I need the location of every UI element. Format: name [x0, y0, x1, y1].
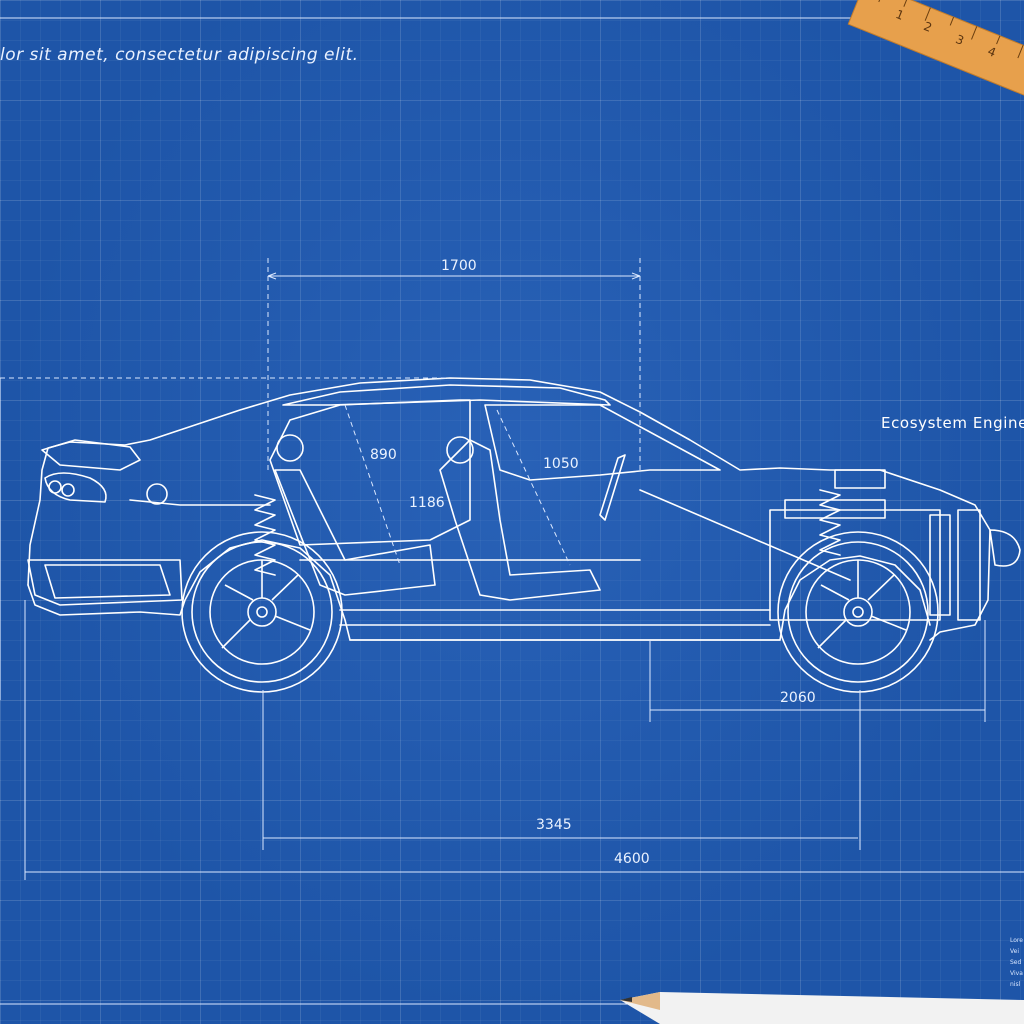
rear-wheel — [181, 531, 343, 693]
headlight — [989, 529, 1021, 567]
rear-seat — [274, 469, 436, 596]
ruler — [847, 0, 1024, 100]
chassis-rail — [339, 609, 781, 641]
dim-label-1186: 1186 — [409, 495, 445, 511]
rear-spring — [254, 494, 276, 576]
side-label: Ecosystem Engine — [881, 414, 1024, 432]
note-line: Vei — [1010, 948, 1019, 955]
car-underbody — [27, 539, 931, 641]
tail-light — [44, 472, 107, 503]
pencil — [620, 992, 1024, 1024]
rear-window — [269, 399, 471, 546]
dim-label-1050: 1050 — [543, 456, 579, 472]
notes-block: Lore Vei Sed Viva nisl — [1010, 935, 1024, 990]
rear-bumper — [27, 559, 183, 606]
dim-label-2060: 2060 — [780, 690, 816, 706]
front-spring — [819, 489, 841, 556]
engine-block — [769, 509, 941, 621]
dim-label-1700: 1700 — [441, 258, 477, 274]
dim-label-4600: 4600 — [614, 851, 650, 867]
header-text: lor sit amet, consectetur adipiscing eli… — [0, 45, 359, 65]
front-wheel — [777, 531, 939, 693]
note-line: Lore — [1010, 937, 1023, 944]
note-line: nisl — [1010, 981, 1021, 988]
front-window — [484, 404, 721, 481]
steering-wheel — [599, 454, 626, 521]
dim-label-3345: 3345 — [536, 817, 572, 833]
note-line: Viva — [1010, 970, 1023, 977]
note-line: Sed — [1010, 959, 1022, 966]
front-seat — [439, 439, 601, 601]
dim-label-890: 890 — [370, 447, 397, 463]
spoiler — [41, 439, 141, 471]
